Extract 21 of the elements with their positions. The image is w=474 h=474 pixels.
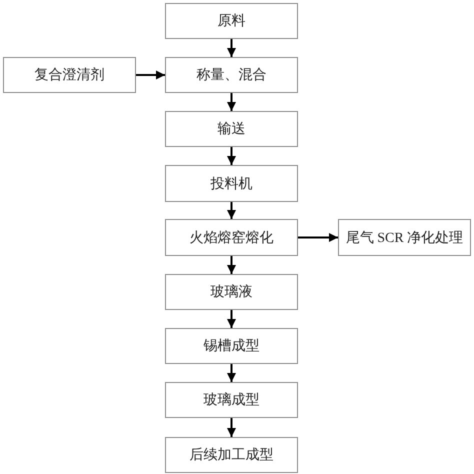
process-box: 称量、混合 — [165, 57, 298, 93]
process-box: 玻璃成型 — [165, 382, 298, 418]
arrow — [298, 233, 338, 242]
arrow — [136, 70, 165, 80]
process-box: 复合澄清剂 — [3, 57, 136, 93]
arrow — [227, 364, 236, 382]
arrow — [227, 418, 236, 437]
process-box: 火焰熔窑熔化 — [165, 219, 298, 256]
arrow — [227, 202, 236, 219]
process-box: 尾气 SCR 净化处理 — [338, 219, 471, 256]
process-box: 投料机 — [165, 165, 298, 202]
process-box: 玻璃液 — [165, 274, 298, 310]
arrow — [227, 147, 236, 165]
process-box: 后续加工成型 — [165, 437, 298, 473]
arrow — [227, 310, 236, 328]
arrow — [227, 256, 236, 274]
process-box: 锡槽成型 — [165, 328, 298, 364]
process-box: 原料 — [165, 3, 298, 39]
arrow — [227, 93, 236, 111]
arrow — [227, 39, 236, 57]
process-box: 输送 — [165, 111, 298, 147]
